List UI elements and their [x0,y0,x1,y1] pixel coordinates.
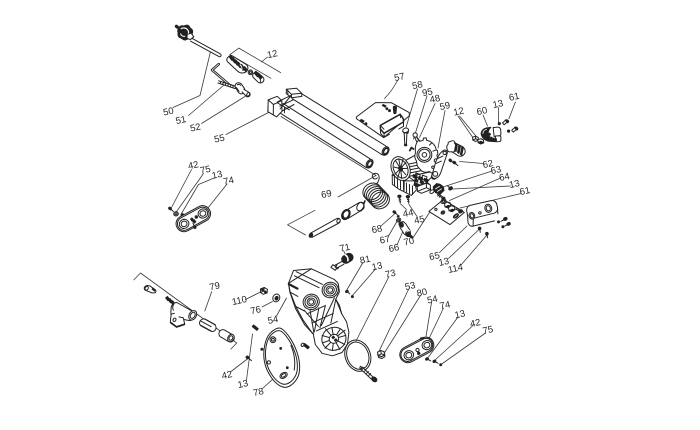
svg-text:74: 74 [222,175,235,188]
svg-text:53: 53 [404,280,417,293]
svg-text:57: 57 [393,71,406,84]
svg-text:65: 65 [428,250,441,263]
svg-text:13: 13 [371,260,384,273]
svg-text:69: 69 [320,188,333,201]
svg-text:13: 13 [454,308,467,321]
svg-text:73: 73 [384,268,397,281]
svg-text:12: 12 [452,106,465,119]
svg-text:51: 51 [175,114,188,127]
svg-text:42: 42 [469,317,482,330]
svg-text:42: 42 [221,369,234,382]
svg-text:44: 44 [402,207,415,220]
svg-text:68: 68 [371,223,384,236]
svg-text:13: 13 [438,256,451,269]
svg-text:63: 63 [490,164,503,177]
svg-text:61: 61 [519,185,532,198]
svg-text:74: 74 [439,299,452,312]
svg-text:66: 66 [388,242,401,255]
svg-text:61: 61 [508,91,521,104]
svg-text:54: 54 [267,314,280,327]
svg-text:114: 114 [447,262,464,276]
svg-text:54: 54 [426,294,439,307]
svg-text:75: 75 [482,324,495,337]
svg-text:75: 75 [199,164,212,177]
svg-text:59: 59 [439,100,452,113]
svg-text:52: 52 [189,122,202,135]
svg-text:45: 45 [413,214,426,227]
svg-text:62: 62 [482,158,495,171]
svg-text:78: 78 [252,386,265,399]
svg-text:67: 67 [379,234,392,247]
svg-text:48: 48 [429,93,442,106]
svg-text:50: 50 [162,106,175,119]
svg-text:64: 64 [498,171,511,184]
svg-text:12: 12 [266,48,279,61]
svg-text:110: 110 [231,294,248,308]
svg-text:42: 42 [187,159,200,172]
svg-text:95: 95 [421,86,434,99]
svg-text:60: 60 [476,105,489,118]
svg-text:76: 76 [249,304,262,317]
svg-text:79: 79 [208,280,221,293]
svg-text:70: 70 [403,235,416,248]
svg-text:13: 13 [508,178,521,191]
svg-text:13: 13 [237,378,250,391]
svg-text:71: 71 [339,242,352,255]
svg-text:13: 13 [211,169,224,182]
svg-text:13: 13 [492,98,505,111]
svg-text:80: 80 [416,287,429,300]
svg-text:81: 81 [359,254,372,267]
svg-text:58: 58 [411,79,424,92]
svg-text:55: 55 [213,133,226,146]
